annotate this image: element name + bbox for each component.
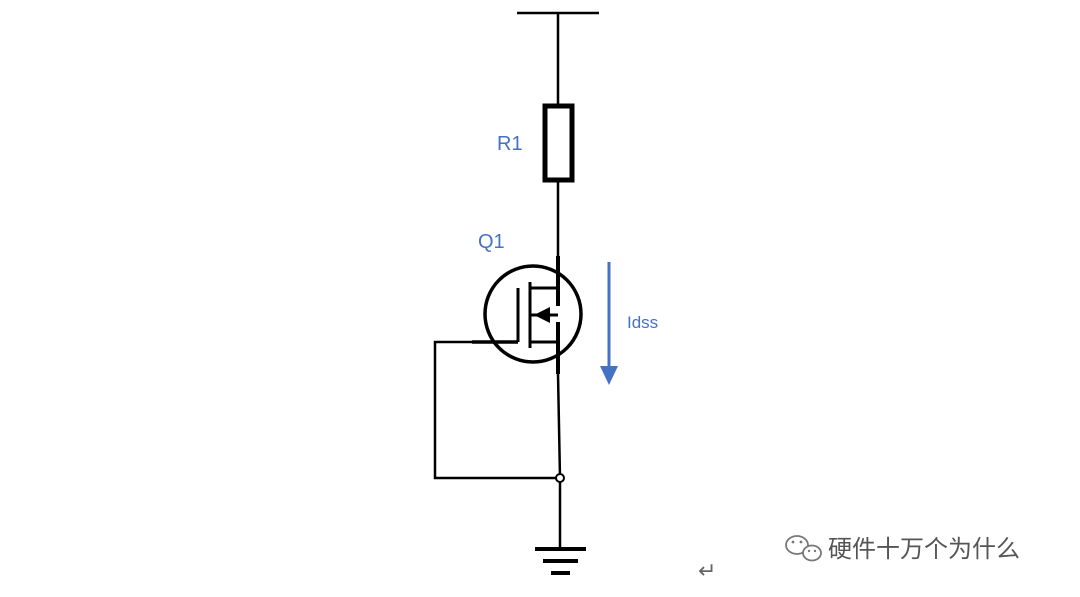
body-arrow-icon bbox=[534, 307, 550, 323]
transistor-label: Q1 bbox=[478, 231, 505, 253]
mosfet-q1 bbox=[472, 256, 583, 374]
mosfet-body-circle bbox=[483, 264, 583, 364]
current-arrow bbox=[600, 262, 618, 385]
resistor-r1 bbox=[542, 103, 575, 183]
current-label: Idss bbox=[627, 313, 658, 332]
junction-node bbox=[555, 473, 565, 483]
return-arrow-icon: ↵ bbox=[698, 559, 716, 584]
wire-gate-to-source bbox=[433, 340, 560, 480]
ground-icon bbox=[535, 547, 586, 575]
resistor-label: R1 bbox=[497, 133, 523, 155]
wechat-icon bbox=[785, 535, 822, 562]
watermark-text: 硬件十万个为什么 bbox=[828, 535, 1020, 563]
watermark: 硬件十万个为什么 bbox=[785, 535, 1020, 563]
wire-source-to-node bbox=[556, 373, 562, 479]
